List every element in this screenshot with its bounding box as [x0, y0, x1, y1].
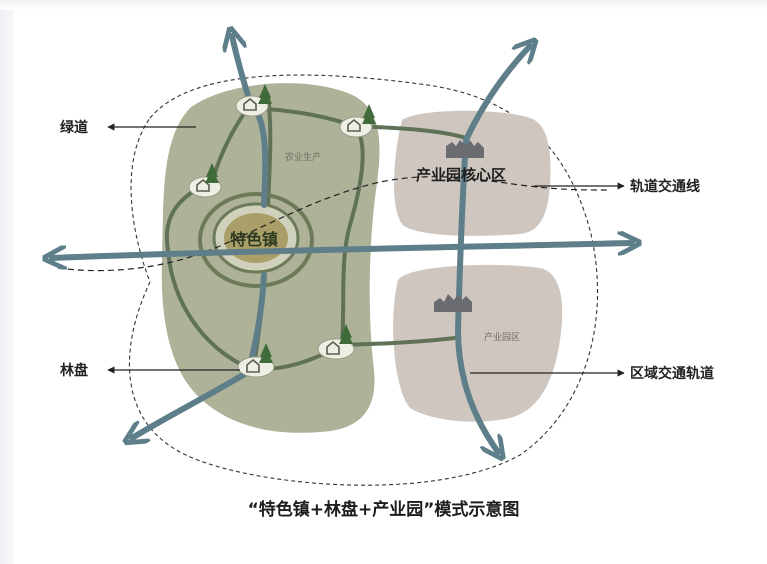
house-icon — [326, 340, 340, 355]
label-industry-park: 产业园区 — [484, 331, 520, 343]
linpan-node — [339, 104, 376, 138]
background-edge-left — [0, 0, 14, 564]
background-edge-top — [0, 0, 767, 10]
label-town: 特色镇 — [230, 230, 278, 249]
label-regional-rail: 区域交通轨道 — [630, 365, 714, 382]
tree-icon — [205, 163, 219, 183]
greenway-road — [340, 124, 365, 347]
label-greenway: 绿道 — [60, 119, 88, 136]
diagram-caption: “特色镇+林盘+产业园”模式示意图 — [247, 500, 520, 520]
tree-icon — [339, 324, 353, 344]
linpan-node — [317, 324, 355, 360]
leader-lines — [107, 123, 625, 377]
label-rail-line: 轨道交通线 — [630, 178, 700, 195]
house-icon — [243, 97, 257, 111]
tree-icon — [362, 104, 376, 124]
label-forest: 林盘 — [60, 362, 88, 379]
label-agriculture: 农业生产 — [285, 151, 321, 163]
house-icon — [347, 118, 361, 132]
rail-line-dashed — [57, 176, 611, 272]
east-west-axis — [52, 243, 632, 258]
linpan-node — [188, 163, 222, 198]
factory-icon — [446, 140, 484, 158]
industry-core-area — [394, 110, 551, 236]
southwest-axis-arrow — [132, 369, 251, 438]
tree-icon — [258, 84, 272, 104]
northeast-axis-arrow — [463, 46, 530, 143]
greenway-road — [340, 336, 457, 347]
regional-rail-axis — [454, 137, 498, 452]
linpan-node — [237, 343, 275, 378]
house-icon — [246, 358, 260, 373]
planning-boundary-dashed — [128, 74, 599, 486]
linpan-node — [235, 84, 272, 117]
greenway-road — [266, 93, 273, 207]
factory-icon — [434, 294, 472, 312]
tree-icon — [259, 343, 273, 363]
label-industry-core: 产业园核心区 — [416, 166, 506, 184]
